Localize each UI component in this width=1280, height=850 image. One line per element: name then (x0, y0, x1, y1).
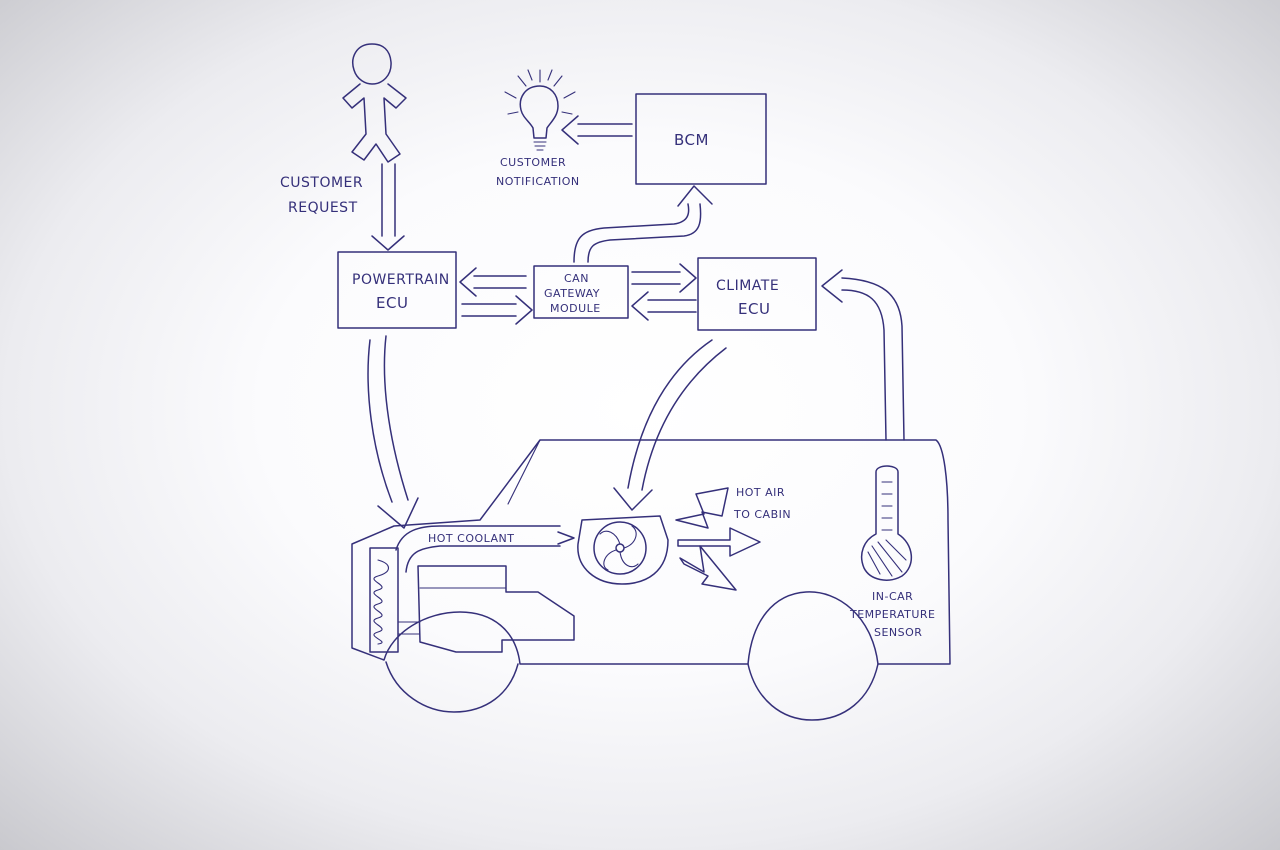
can-gateway-label-2: GATEWAY (544, 287, 600, 300)
arrows-powertrain-gateway (459, 267, 533, 325)
arrow-gateway-to-bcm (573, 185, 713, 263)
climate-label-2: ECU (738, 300, 770, 318)
can-gateway-box (533, 265, 629, 319)
arrow-climate-to-fan (613, 339, 727, 511)
thermometer-icon (860, 465, 912, 581)
arrow-powertrain-to-engine (367, 335, 419, 529)
customer-request-label-1: CUSTOMER (280, 175, 363, 191)
powertrain-label-1: POWERTRAIN (352, 272, 450, 288)
powertrain-ecu-box (337, 251, 457, 329)
customer-notification-label-1: CUSTOMER (500, 156, 566, 169)
customer-notification-label-2: NOTIFICATION (496, 175, 580, 188)
bcm-box (635, 93, 767, 185)
climate-ecu-box (697, 257, 817, 331)
bcm-label: BCM (674, 131, 709, 149)
arrows-gateway-climate (631, 263, 697, 321)
hot-air-arrows-icon (675, 487, 761, 591)
blower-fan-icon (577, 515, 669, 585)
arrow-bcm-to-bulb (561, 115, 633, 145)
hot-coolant-pipe (395, 525, 575, 573)
arrow-sensor-to-climate (821, 269, 905, 441)
light-bulb-icon (504, 69, 576, 151)
in-car-label-3: SENSOR (874, 626, 922, 639)
in-car-label-2: TEMPERATURE (849, 608, 935, 621)
customer-person-icon (342, 43, 407, 163)
can-gateway-label-3: MODULE (550, 302, 601, 315)
powertrain-label-2: ECU (376, 294, 408, 312)
hot-coolant-label: HOT COOLANT (428, 532, 515, 545)
can-gateway-label-1: CAN (564, 272, 589, 285)
engine-block-icon (397, 565, 575, 653)
customer-request-label-2: REQUEST (288, 200, 358, 216)
radiator-icon (369, 547, 399, 653)
car-body (351, 439, 951, 721)
arrow-customer-to-powertrain (371, 163, 405, 251)
in-car-label-1: IN-CAR (872, 590, 913, 603)
climate-label-1: CLIMATE (716, 278, 779, 294)
hot-air-label-1: HOT AIR (736, 486, 785, 499)
hot-air-label-2: TO CABIN (733, 508, 791, 521)
